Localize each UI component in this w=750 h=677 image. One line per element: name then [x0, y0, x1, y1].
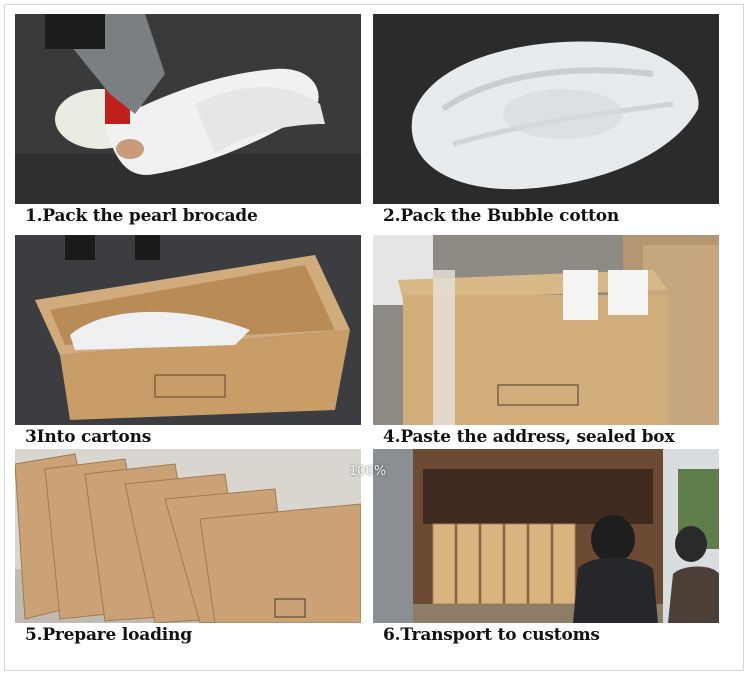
step-4-caption: 4.Paste the address, sealed box: [383, 427, 675, 447]
step-5-photo: [15, 449, 361, 623]
zoom-watermark: 100%: [349, 464, 387, 479]
step-4-photo: [373, 235, 719, 425]
step-3-photo: [15, 235, 361, 425]
step-1-photo: [15, 14, 361, 204]
step-6-photo: [373, 449, 719, 623]
step-3-caption: 3Into cartons: [25, 427, 152, 447]
step-1-caption: 1.Pack the pearl brocade: [25, 206, 258, 226]
step-2-photo: [373, 14, 719, 204]
step-2-caption: 2.Pack the Bubble cotton: [383, 206, 620, 226]
step-5-caption: 5.Prepare loading: [25, 625, 192, 645]
step-6-caption: 6.Transport to customs: [383, 625, 600, 645]
